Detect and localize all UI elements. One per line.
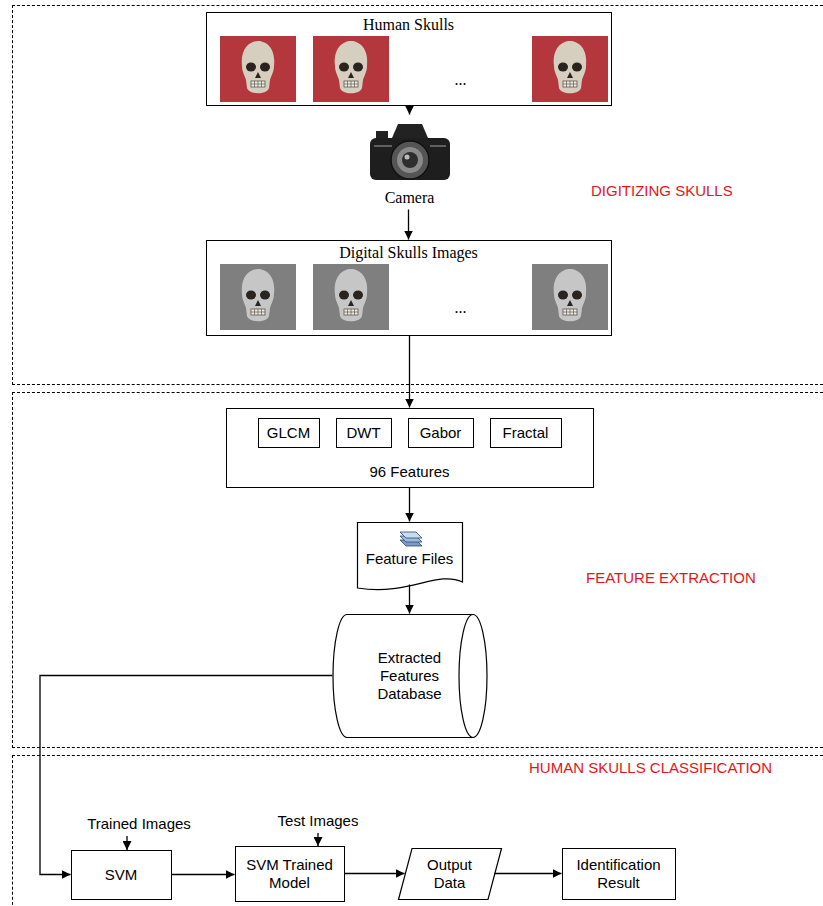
input-label: Trained Images — [87, 815, 191, 832]
image-group-box: Human Skulls... — [206, 12, 612, 106]
stage-label: FEATURE EXTRACTION — [586, 569, 756, 587]
node-label: Digital Skulls Images — [339, 243, 478, 262]
image-ground — [313, 264, 389, 330]
stage-band: DIGITIZING SKULLS Human Skulls... CameraDi… — [12, 5, 823, 385]
node-label: Feature Files — [366, 550, 454, 568]
skull-image — [335, 269, 368, 321]
skull-image — [554, 269, 587, 321]
camera-lens — [391, 141, 429, 179]
node-label: Fractal — [503, 424, 549, 442]
camera-prism — [392, 124, 428, 138]
flow-arrow — [409, 106, 410, 115]
node-label: Gabor — [420, 424, 462, 442]
camera-icon — [370, 124, 450, 180]
node-label: SVM Trained Model — [242, 856, 338, 892]
image-ground — [220, 264, 296, 330]
photo-ground — [220, 36, 296, 102]
camera-lens — [402, 152, 418, 168]
shape-outline — [333, 614, 487, 737]
ellipsis-mark: DWT — [346, 424, 380, 442]
input-arrow — [126, 836, 127, 850]
method-box: GLCM — [258, 418, 320, 448]
node-label: GLCM — [267, 424, 310, 442]
image-group-box: Digital Skulls Images... — [206, 240, 612, 336]
process-box: SVM — [71, 850, 172, 900]
node-label: Identification Result — [569, 856, 669, 892]
flow-arrow — [409, 488, 410, 522]
node-label: Human Skulls — [363, 15, 454, 34]
lens-glint — [405, 155, 410, 160]
method-box: DWT — [336, 418, 392, 448]
flow-arrow — [172, 874, 235, 875]
node-label: 96 Features — [369, 463, 449, 481]
ellipsis-mark: ... — [455, 298, 467, 317]
node-label: Extracted Features Database — [368, 649, 452, 703]
stage-band: FEATURE EXTRACTION 96 Features GLCM DWT Gabo… — [12, 392, 823, 748]
flow-arrow — [408, 210, 409, 240]
camera-node: Camera — [360, 115, 460, 210]
camera-button — [376, 131, 388, 138]
method-box: Gabor — [408, 418, 474, 448]
skull-photo — [335, 41, 368, 93]
stage-label: DIGITIZING SKULLS — [591, 182, 733, 200]
camera-lens — [397, 147, 423, 173]
digital-skull-images — [220, 264, 608, 330]
shape-outline — [398, 848, 501, 899]
skull-photo — [554, 41, 587, 93]
input-arrow — [317, 833, 318, 846]
label-holder: Test Images — [218, 812, 418, 830]
data-parallelogram: Output Data — [398, 848, 502, 900]
skull-photos — [220, 36, 608, 102]
flow-arrow — [345, 873, 405, 874]
database-cylinder: Extracted Features Database — [333, 614, 487, 738]
photo-ground — [532, 36, 608, 102]
paper-sheet — [400, 532, 422, 538]
node-label: Camera — [385, 188, 435, 207]
input-label: Test Images — [278, 812, 359, 829]
skull-photo — [242, 41, 275, 93]
photo-ground — [313, 36, 389, 102]
flow-arrow — [409, 585, 410, 614]
ellipsis-mark: SVM — [105, 866, 138, 884]
ellipsis-mark: ... — [455, 70, 467, 89]
process-box: SVM Trained Model — [235, 846, 345, 902]
node-label: Output Data — [419, 856, 481, 892]
camera-body — [370, 138, 450, 180]
label-holder: Trained Images — [39, 815, 239, 833]
process-box: Identification Result — [562, 848, 676, 900]
input-arrows — [127, 833, 318, 850]
method-box: Fractal — [490, 418, 562, 448]
shape-outline — [357, 522, 462, 589]
paper-stack-icon — [400, 532, 422, 546]
stage-label: HUMAN SKULLS CLASSIFICATION — [529, 759, 772, 777]
document-shape: Feature Files — [357, 522, 463, 594]
feature-group-box: 96 Features GLCM DWT Gabor Fractal — [226, 408, 594, 488]
flow-arrow — [495, 873, 562, 874]
skull-image — [242, 269, 275, 321]
flow-arrow — [409, 336, 410, 408]
image-ground — [532, 264, 608, 330]
